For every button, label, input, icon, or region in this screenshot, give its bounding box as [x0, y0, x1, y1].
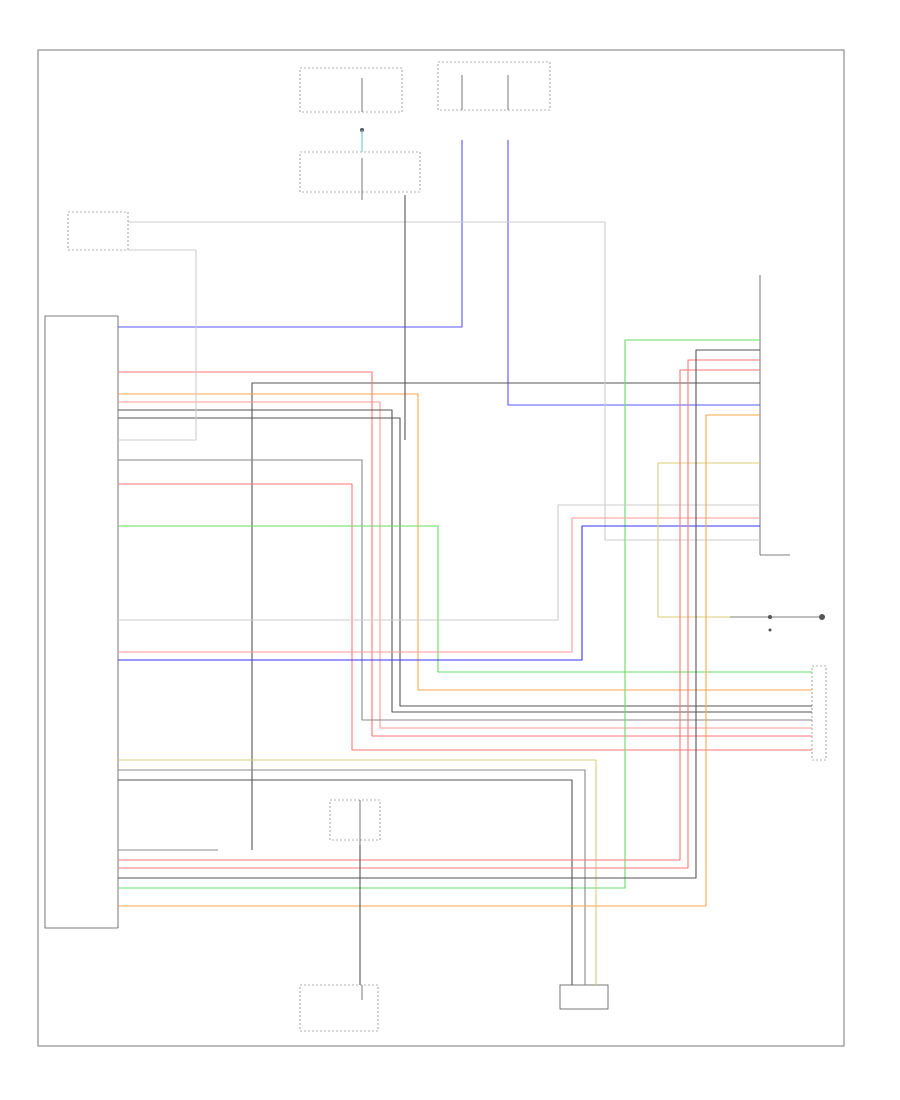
wire-gray-5 [118, 779, 573, 985]
wire-green-1 [118, 525, 812, 673]
wire-red-1 [118, 371, 812, 737]
relay-box [299, 151, 421, 200]
switch-mid [329, 799, 381, 845]
wire-red-4 [118, 359, 760, 869]
wire-orange-1 [118, 393, 812, 691]
wire-gray-1 [118, 409, 812, 713]
wire-gray-2 [118, 417, 812, 707]
wire-red-3 [118, 369, 760, 861]
wire-blue-1 [118, 140, 463, 328]
bcm-module [759, 275, 790, 556]
wire-blue-3 [118, 525, 760, 661]
wire-gray-3 [118, 459, 812, 721]
wire-gray-4 [118, 769, 586, 985]
diagram-frame [37, 49, 845, 1047]
wire-pink-2 [118, 517, 760, 653]
wire-gray-6 [118, 349, 760, 879]
wire-yellow-1 [657, 462, 760, 618]
switch-bottom [299, 984, 379, 1032]
wire-yellow-2 [118, 759, 597, 985]
wire-orange-2 [118, 414, 760, 907]
ground-connector [67, 211, 129, 251]
wire-green-2 [118, 339, 760, 889]
wire-lightgray-1 [128, 221, 760, 541]
combination-switch [559, 984, 609, 1010]
wire-lightgray-3 [118, 504, 760, 621]
wire-red-2 [118, 483, 812, 751]
ecm-module [44, 315, 119, 929]
wire-pink-1 [118, 401, 812, 729]
sensor-right [730, 614, 825, 632]
wire-gray-top [251, 382, 760, 850]
wire-lightgray-2 [118, 249, 197, 441]
wire-gray-vertical [359, 195, 406, 985]
wire-blue-2 [507, 140, 760, 406]
fuse-box-top-right [437, 61, 551, 111]
fuse-box-top-left [299, 67, 403, 132]
connector-strip-right [811, 665, 827, 761]
